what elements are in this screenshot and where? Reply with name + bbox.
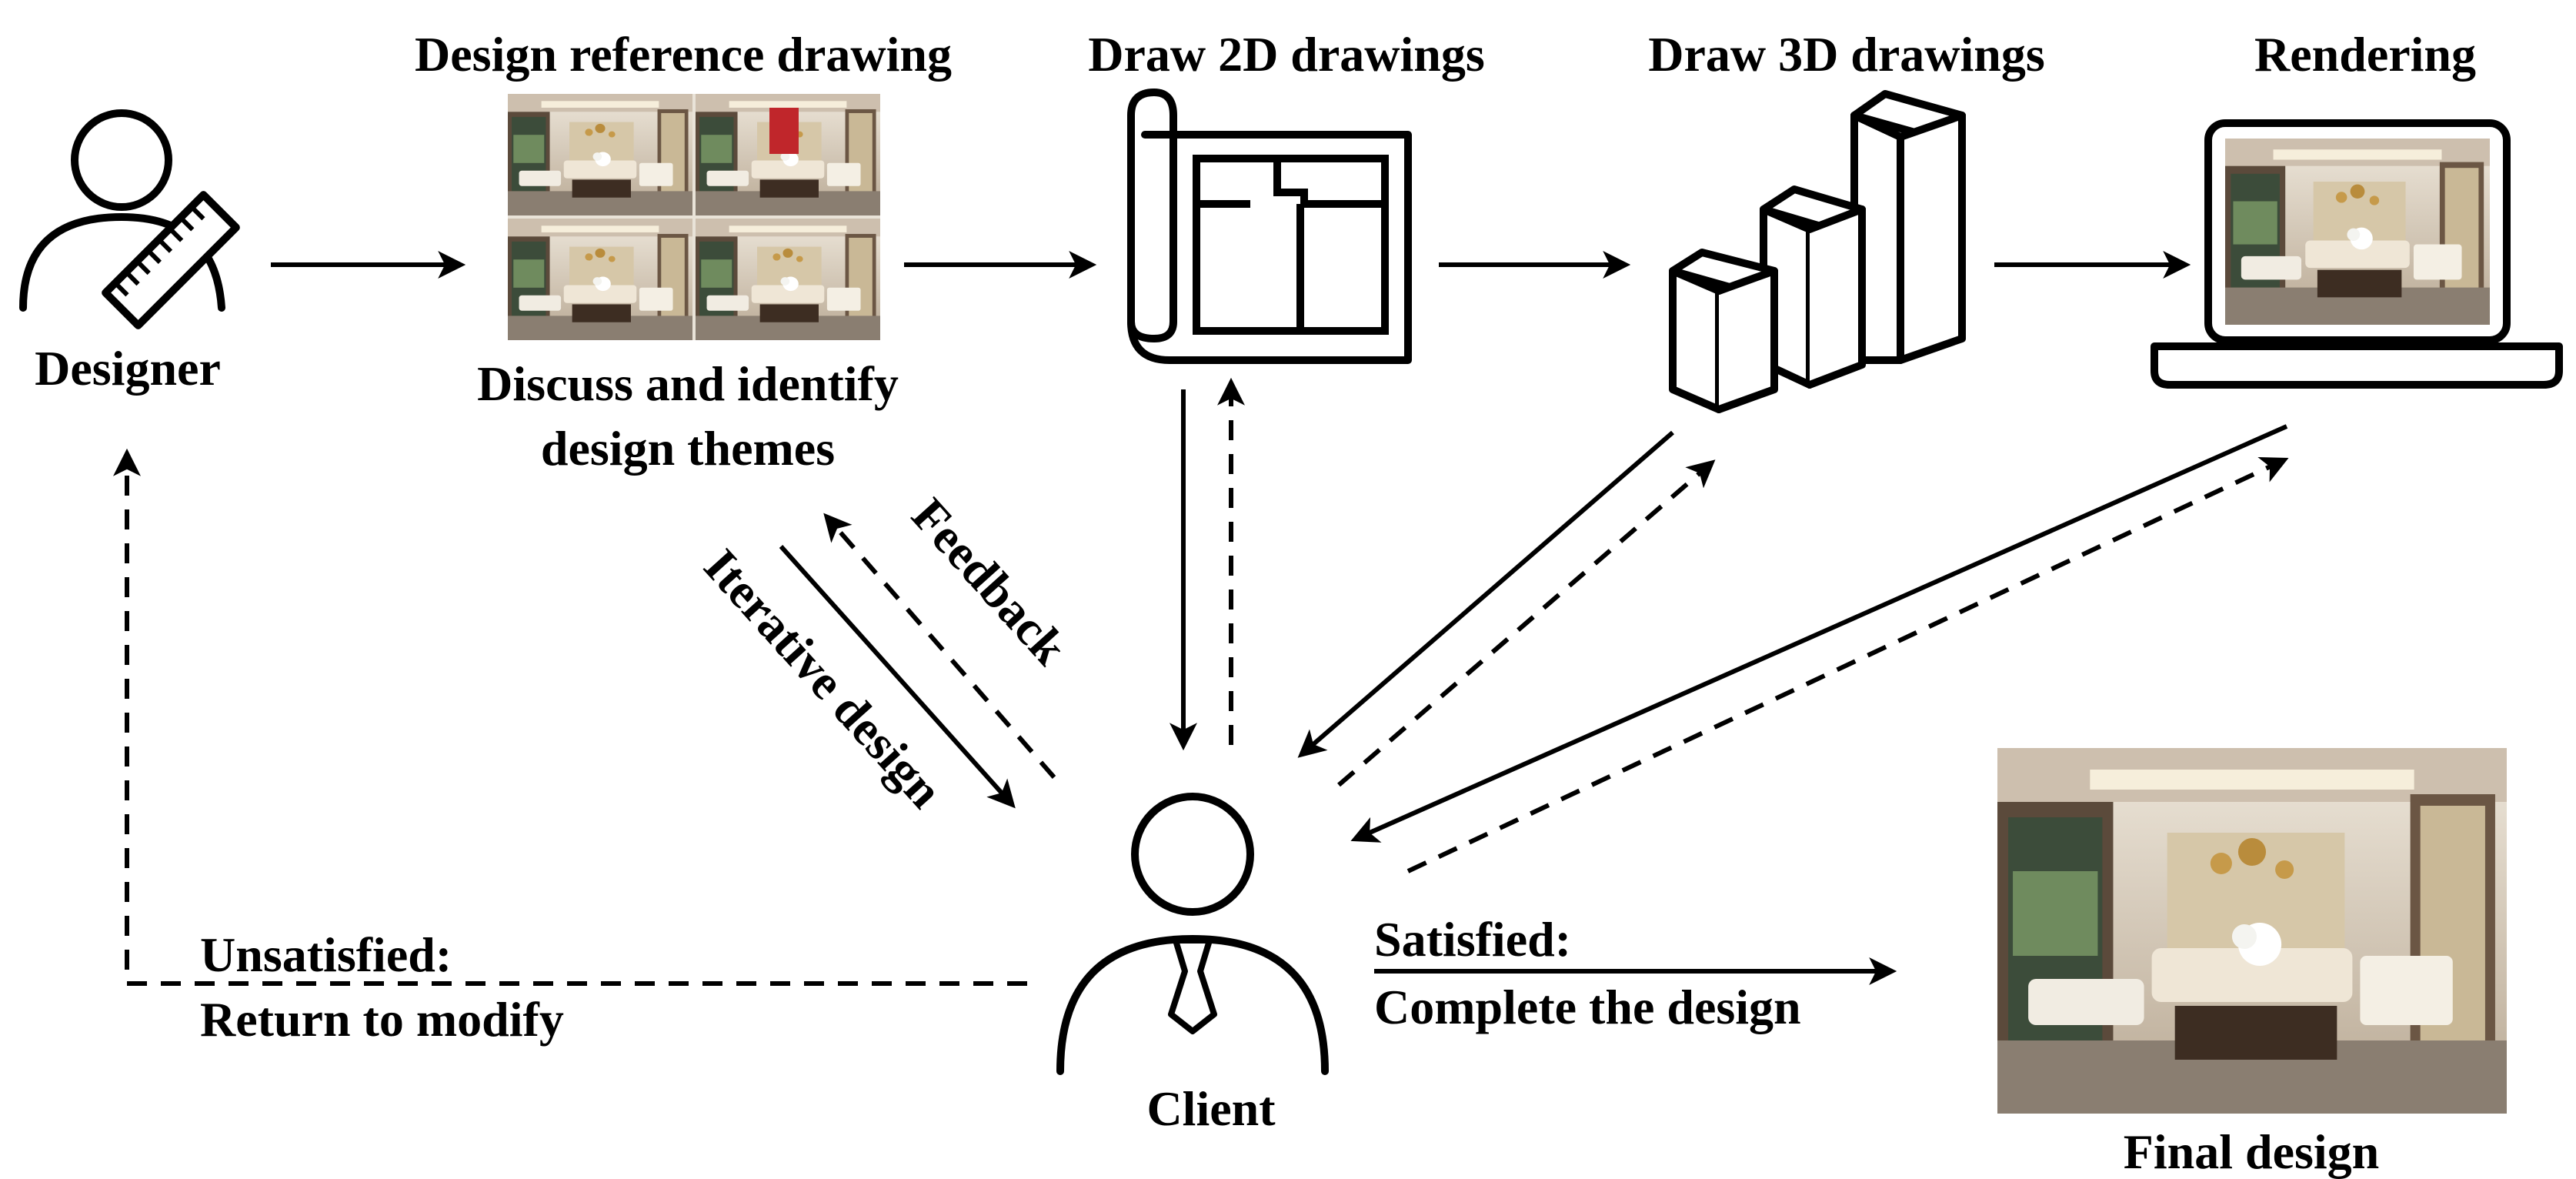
arrow-client-to-rendering-dashed [1406,456,2289,873]
unsatisfied-label-line2: Return to modify [200,992,564,1047]
laptop-icon [2151,119,2563,389]
client-label: Client [1146,1081,1276,1136]
arrow-client-to-3d-dashed [1337,459,1716,787]
discuss-label-line2: design themes [541,421,835,476]
arrow-iterative-design [779,544,1016,809]
connectors [113,251,2289,986]
discuss-label-line1: Discuss and identify [477,356,899,411]
final-design-image [1997,748,2507,1114]
designer-label: Designer [35,341,221,396]
satisfied-label-line1: Satisfied: [1374,912,1571,967]
satisfied-label-line2: Complete the design [1374,980,1801,1034]
draw2d-step-label: Draw 2D drawings [1088,27,1485,82]
arrow-3d-to-client [1297,430,1674,758]
unsatisfied-label-line1: Unsatisfied: [200,927,452,982]
designer-icon [19,109,240,329]
3d-boxes-icon [1669,90,1966,413]
draw3d-step-label: Draw 3D drawings [1648,27,2045,82]
arrow-unsatisfied-return [113,448,1027,986]
ruler-icon [102,191,240,329]
final-design-label: Final design [2124,1124,2380,1179]
blueprint-icon [1127,89,1412,364]
rendering-step-label: Rendering [2254,27,2476,82]
reference-step-label: Design reference drawing [415,27,952,82]
arrow-rendering-to-client [1350,424,2288,843]
arrow-feedback-dashed [823,513,1056,779]
iterative-design-label: Iterative design [694,539,953,818]
client-icon [1056,793,1329,1075]
feedback-label: Feedback [902,488,1078,675]
reference-collage-image [508,94,880,340]
